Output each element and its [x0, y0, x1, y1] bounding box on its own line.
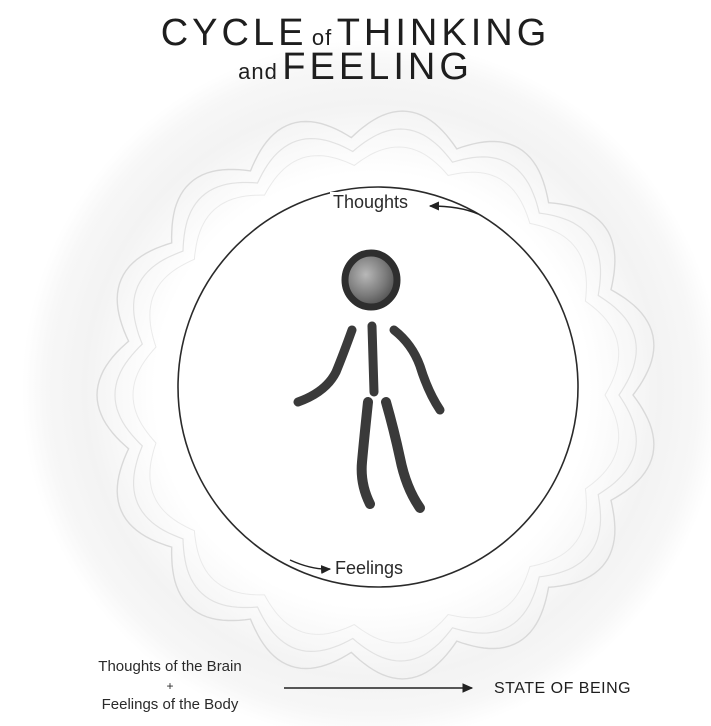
person-figure-icon	[293, 249, 445, 513]
title-word-thinking: THINKING	[336, 12, 551, 54]
feelings-label: Feelings	[332, 558, 407, 579]
title-word-cycle: CYCLE	[160, 12, 308, 54]
figure-right-leg	[381, 397, 425, 513]
title-word-feeling: FEELING	[282, 46, 473, 88]
formula-inputs: Thoughts of the Brain + Feelings of the …	[60, 656, 280, 716]
background-glow	[22, 40, 711, 726]
arrow-to-feelings	[289, 559, 332, 574]
figure-torso	[367, 321, 379, 397]
formula-plus: +	[166, 679, 174, 693]
figure-right-arm	[389, 325, 445, 415]
title-connector-of: of	[311, 25, 333, 50]
title-line-1: CYCLE of THINKING	[0, 12, 711, 55]
figure-head	[341, 249, 401, 311]
formula-result: STATE OF BEING	[494, 680, 632, 697]
cloud-ring-3	[132, 146, 620, 644]
arrow-to-thoughts	[428, 201, 479, 215]
thoughts-label: Thoughts	[330, 192, 412, 213]
cloud-ring-1	[96, 110, 655, 680]
figure-left-leg	[356, 397, 375, 509]
formula-line-brain: Thoughts of the Brain	[98, 658, 242, 675]
title-line-2: and FEELING	[0, 46, 711, 89]
formula-line-body: Feelings of the Body	[101, 696, 239, 713]
cloud-ring-2	[114, 128, 637, 662]
title-connector-and: and	[238, 59, 278, 84]
cycle-circle	[177, 186, 579, 588]
figure-left-arm	[293, 325, 357, 407]
cloud-rings	[96, 110, 655, 680]
